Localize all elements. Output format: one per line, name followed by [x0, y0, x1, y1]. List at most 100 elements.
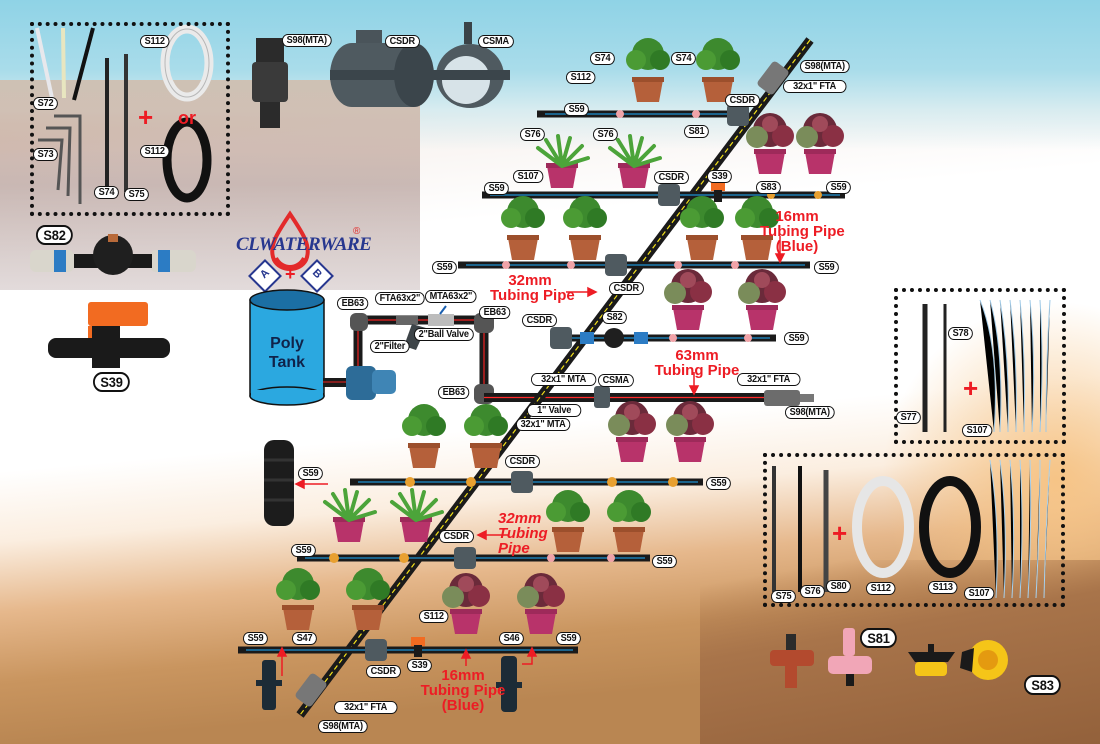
label-32x1-fta-row1: 32x1" FTA	[783, 80, 847, 93]
label-s59-row3-left: S59	[432, 261, 458, 274]
callout-16mm-upper-line2: Tubing Pipe	[760, 223, 845, 240]
kit-box-top-left	[30, 22, 230, 216]
label-32x1-mta-upper: 32x1" MTA	[531, 373, 597, 386]
label-s74-b: S74	[671, 52, 697, 65]
label-32x1-fta-mainline: 32x1" FTA	[737, 373, 801, 386]
callout-16mm-lower-line3: (Blue)	[441, 697, 485, 714]
mainline-63mm-pipe	[484, 386, 814, 408]
red-callout-arrows	[276, 236, 786, 676]
kit-box-right-top	[894, 288, 1066, 444]
label-s98-mta-lower: S98(MTA)	[318, 720, 368, 733]
label-fta63x2: FTA63x2"	[375, 292, 425, 305]
label-s59-row4: S59	[784, 332, 810, 345]
plants-row7	[276, 568, 565, 634]
callout-16mm-upper-line3: (Blue)	[775, 238, 819, 255]
emitters	[329, 110, 822, 563]
callout-32mm-lower-line3: Pipe	[498, 540, 530, 557]
kit-box-right-bottom	[763, 453, 1065, 607]
plus-icon: +	[138, 102, 154, 132]
label-s39-lower: S39	[407, 659, 433, 672]
tank-label-line2: Tank	[268, 354, 306, 371]
label-s59-row1: S59	[564, 103, 590, 116]
label-s59-lower-row1-left: S59	[298, 467, 324, 480]
plants-row6	[323, 488, 651, 552]
dripper-red	[770, 634, 814, 688]
s59-end-plug-part	[264, 440, 294, 526]
stakes-s75-s76-s80	[772, 466, 829, 592]
black-tubing-coil-s113	[919, 476, 981, 578]
stakes-s77-s78	[922, 304, 947, 432]
label-csdr-row2: CSDR	[654, 171, 689, 184]
label-s107-right-top: S107	[962, 424, 992, 437]
label-s98-mta-mainline: S98(MTA)	[785, 406, 835, 419]
label-s107-right-bottom: S107	[964, 587, 994, 600]
label-s82-left: S82	[36, 225, 74, 245]
callout-16mm-lower-line2: Tubing Pipe	[420, 682, 506, 699]
black-tubing-coil	[162, 117, 212, 203]
label-csma-top: CSMA	[478, 35, 514, 48]
label-csdr-lower-row1: CSDR	[505, 455, 540, 468]
label-csdr-lower-row2: CSDR	[439, 530, 474, 543]
dripper-yellow-s83	[960, 640, 1008, 680]
callout-63mm-tubing-pipe: 63mm Tubing Pipe	[652, 348, 742, 378]
label-s72: S72	[33, 97, 59, 110]
label-s107-row2: S107	[513, 170, 543, 183]
clwaterware-logo-drop	[248, 210, 334, 293]
label-s112-black: S112	[140, 145, 170, 158]
csma-saddle-top	[428, 22, 510, 108]
registered-mark: ®	[353, 226, 361, 237]
s47-connector-part	[256, 660, 282, 710]
label-csdr-row3: CSDR	[609, 282, 644, 295]
callout-16mm-lower-line1: 16mm	[441, 667, 485, 684]
tank-label: Poly Tank	[247, 334, 327, 372]
label-csdr-top: CSDR	[385, 35, 420, 48]
label-s83-dripper: S83	[1024, 675, 1062, 695]
plants-row1	[626, 38, 740, 102]
label-s113-right: S113	[928, 581, 958, 594]
label-s59-lower-row3-right: S59	[556, 632, 582, 645]
pump-graphic	[323, 366, 396, 400]
plus-icon-right-bottom: +	[832, 518, 848, 548]
callout-32mm-upper: 32mm Tubing Pipe	[490, 273, 575, 304]
label-s59-row2-right: S59	[826, 181, 852, 194]
label-s46: S46	[499, 632, 525, 645]
label-s74-a: S74	[590, 52, 616, 65]
label-s39-row2: S39	[707, 170, 733, 183]
label-32x1-mta-lower: 32x1" MTA	[516, 418, 571, 431]
label-s39-left: S39	[93, 372, 131, 392]
plants-row4	[664, 269, 786, 330]
callout-32mm-lower-line1: 32mm	[498, 510, 542, 527]
angled-stakes-s73	[38, 114, 82, 204]
label-s75-right: S75	[771, 590, 797, 603]
dripper-pink-s81	[828, 628, 872, 686]
tank-label-line1: Poly	[270, 335, 304, 352]
csdr-saddle-junctions	[365, 104, 749, 661]
label-s112-row1: S112	[566, 71, 596, 84]
label-s59-lower-row2-left: S59	[291, 544, 317, 557]
label-csma-mainline: CSMA	[598, 374, 634, 387]
plus-icon-right-top: +	[963, 373, 979, 403]
label-s83-row2: S83	[756, 181, 782, 194]
s82-filter-part	[30, 234, 196, 275]
microtube-bundle-s107-top	[979, 299, 1051, 433]
label-s59-lower-row2-right: S59	[652, 555, 678, 568]
label-s59-row2-left: S59	[484, 182, 510, 195]
label-s74: S74	[94, 186, 120, 199]
label-s112-right: S112	[866, 582, 896, 595]
callout-32mm-upper-line2: Tubing Pipe	[490, 287, 575, 304]
callout-32mm-lower-line2: Tubing	[498, 525, 548, 542]
label-s59-row3-right: S59	[814, 261, 840, 274]
or-label: or	[178, 108, 196, 128]
label-s78: S78	[948, 327, 974, 340]
label-s73: S73	[33, 148, 59, 161]
label-s112-lower: S112	[419, 610, 449, 623]
callout-16mm-blue-lower: 16mm Tubing Pipe (Blue)	[418, 668, 508, 713]
label-2in-ball-valve: 2"Ball Valve	[414, 328, 474, 341]
callout-16mm-blue-upper: 16mm Tubing Pipe (Blue)	[760, 209, 845, 255]
s46-connector-part	[496, 656, 522, 712]
label-csdr-row4: CSDR	[522, 314, 557, 327]
label-s98-mta-top: S98(MTA)	[282, 34, 332, 47]
label-2in-filter: 2"Filter	[370, 340, 410, 353]
label-eb63-c: EB63	[438, 386, 470, 399]
